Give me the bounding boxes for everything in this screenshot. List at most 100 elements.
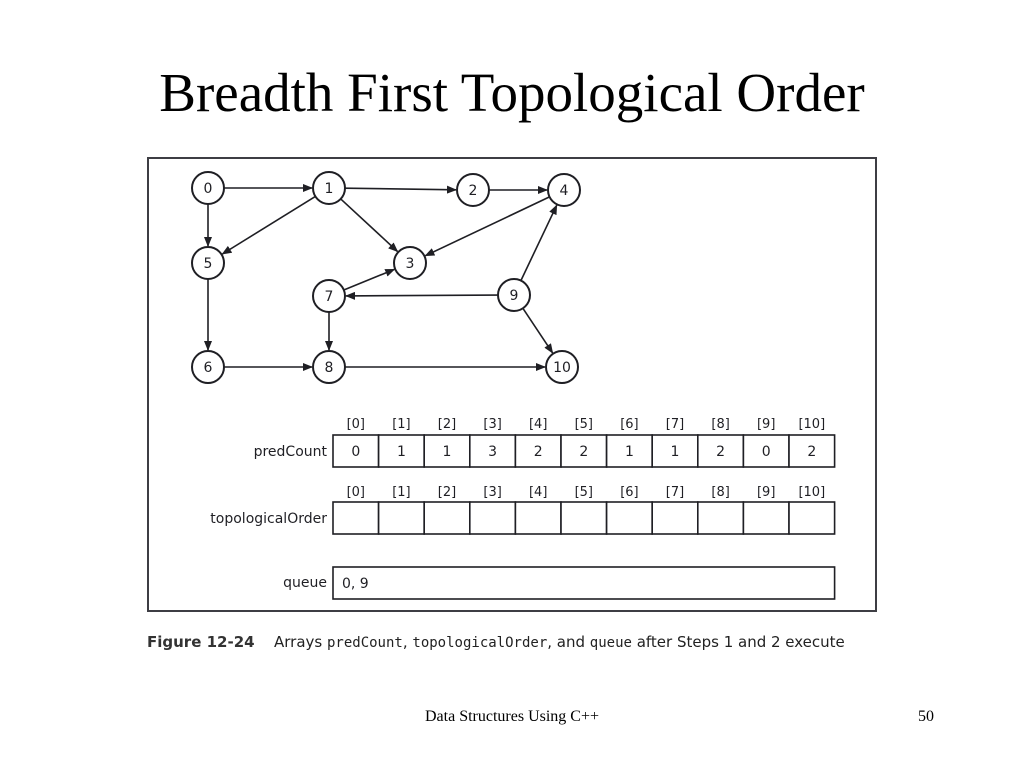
node-label: 3 (406, 256, 415, 272)
index-label: [10] (798, 485, 825, 500)
caption-text: Arrays predCount, topologicalOrder, and … (274, 632, 884, 654)
caption-text-part: , and (547, 633, 590, 651)
array-cell-value: 2 (807, 444, 816, 460)
index-label: [9] (757, 417, 775, 432)
topological-order-label: topologicalOrder (210, 511, 327, 527)
caption-text-part: after Steps 1 and 2 execute (631, 633, 845, 651)
index-label: [0] (347, 417, 365, 432)
graph-edges (204, 184, 558, 371)
caption-code: queue (589, 635, 632, 651)
node-circle (312, 350, 346, 384)
node-label: 10 (553, 360, 571, 376)
queue-label: queue (283, 575, 327, 591)
figure-caption: Figure 12-24 Arrays predCount, topologic… (147, 632, 887, 678)
edge-4-to-3 (424, 196, 550, 257)
graph-node-3: 3 (393, 246, 427, 280)
graph-node-10: 10 (545, 350, 579, 384)
queue-box (332, 566, 836, 600)
edge-7-to-3 (343, 268, 396, 291)
index-label: [7] (666, 485, 684, 500)
node-label: 9 (510, 288, 519, 304)
array-cell-value: 1 (625, 444, 634, 460)
node-label: 5 (204, 256, 213, 272)
array-cell (468, 434, 517, 468)
footer-course-name: Data Structures Using C++ (424, 708, 600, 725)
node-label: 0 (204, 181, 213, 197)
graph-node-8: 8 (312, 350, 346, 384)
node-label: 1 (325, 181, 334, 197)
predcount-label: predCount (254, 444, 328, 460)
array-cell (696, 434, 745, 468)
graph-node-6: 6 (191, 350, 225, 384)
array-cell (423, 501, 471, 535)
graph-nodes: 0 1 2 3 4 5 6 7 8 9 10 (191, 171, 581, 384)
node-circle (393, 246, 427, 280)
array-cell (696, 501, 745, 535)
slide-title: Breadth First Topological Order (159, 62, 865, 123)
array-cell (377, 501, 426, 535)
caption-text-part: Arrays (274, 633, 327, 651)
node-label: 8 (325, 360, 334, 376)
index-label: [8] (711, 485, 729, 500)
graph-node-5: 5 (191, 246, 225, 280)
node-label: 2 (469, 183, 478, 199)
array-cell (514, 434, 562, 468)
topological-order-index-labels: [0][1][2][3][4][5][6][7][8][9][10] (347, 485, 826, 500)
graph-node-9: 9 (497, 278, 531, 312)
index-label: [5] (575, 485, 593, 500)
edge-9-to-4 (520, 204, 558, 281)
caption-code: predCount (326, 635, 403, 651)
array-cell-value: 1 (443, 444, 452, 460)
array-cell (560, 501, 608, 535)
edge-9-to-10 (522, 307, 554, 354)
array-cell-value: 3 (488, 444, 497, 460)
array-cell-value: 2 (716, 444, 725, 460)
caption-text-part: , (402, 633, 413, 651)
caption-label: Figure 12-24 (147, 633, 255, 651)
array-cell-value: 2 (534, 444, 543, 460)
index-label: [8] (711, 417, 729, 432)
index-label: [0] (347, 485, 365, 500)
index-label: [6] (620, 417, 638, 432)
index-label: [9] (757, 485, 775, 500)
index-label: [10] (798, 417, 825, 432)
index-label: [1] (392, 417, 410, 432)
array-cell (651, 434, 699, 468)
array-cell-value: 2 (579, 444, 588, 460)
node-label: 6 (204, 360, 213, 376)
graph-node-0: 0 (191, 171, 225, 205)
node-label: 7 (325, 289, 334, 305)
index-label: [4] (529, 417, 547, 432)
node-circle (545, 350, 579, 384)
node-label: 4 (560, 183, 569, 199)
array-cell-value: 0 (762, 444, 771, 460)
index-label: [2] (438, 485, 456, 500)
index-label: [2] (438, 417, 456, 432)
index-label: [7] (666, 417, 684, 432)
array-cell (605, 501, 654, 535)
caption-code: topologicalOrder (412, 635, 548, 651)
node-circle (456, 173, 490, 207)
array-cell (423, 434, 471, 468)
edge-1-to-2 (344, 185, 457, 194)
topological-order-array: topologicalOrder (210, 501, 836, 535)
array-cell (651, 501, 699, 535)
index-label: [3] (483, 417, 501, 432)
array-cell (377, 434, 426, 468)
graph-node-4: 4 (547, 173, 581, 207)
node-circle (312, 279, 346, 313)
index-label: [5] (575, 417, 593, 432)
index-label: [6] (620, 485, 638, 500)
array-cell (514, 501, 562, 535)
index-label: [3] (483, 485, 501, 500)
array-cell (468, 501, 517, 535)
array-cell-value: 0 (351, 444, 360, 460)
footer-page-number: 50 (918, 708, 934, 725)
graph-node-2: 2 (456, 173, 490, 207)
array-cell (332, 434, 380, 468)
array-cell-value: 1 (671, 444, 680, 460)
